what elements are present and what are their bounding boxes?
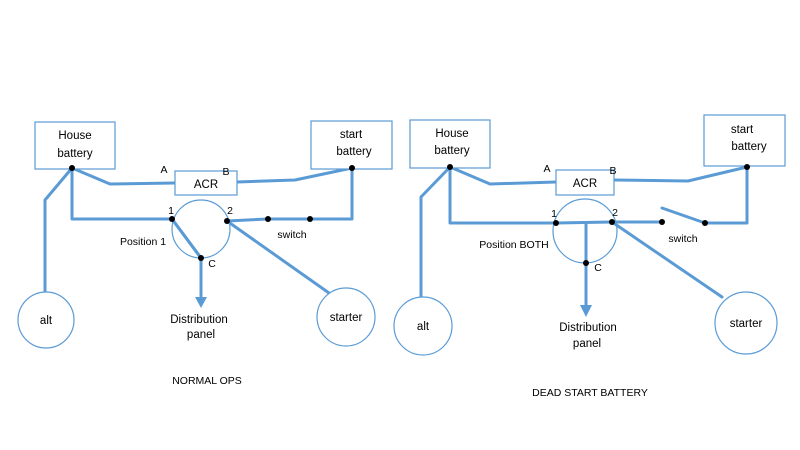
left-alt-label: alt (40, 315, 53, 327)
left-distribution-label-1: Distribution (170, 314, 228, 326)
right-wire-pos1-pos2-bridge (554, 220, 614, 225)
right-wire-acr-to-start (612, 165, 749, 183)
left-house-battery-label-2: battery (57, 148, 92, 160)
right-caption: DEAD START BATTERY (532, 387, 648, 399)
right-wire-house-to-alt (419, 165, 452, 300)
left-start-battery-box (310, 120, 393, 170)
right-house-battery-box (409, 119, 491, 169)
right-pos1-label: 1 (551, 208, 557, 220)
right-alt-label: alt (417, 321, 430, 333)
left-dot-start (349, 165, 355, 171)
left-wire-house-to-alt (43, 166, 74, 294)
right-acr-box (555, 169, 615, 196)
right-starter-circle (714, 291, 778, 355)
left-house-battery-label-1: House (58, 130, 91, 142)
right-position-label: Position BOTH (479, 239, 548, 251)
right-dot-start (744, 164, 750, 170)
left-caption: NORMAL OPS (172, 375, 242, 387)
right-acr-label: ACR (573, 178, 597, 190)
left-switch-label: switch (277, 229, 306, 241)
left-pos1-label: 1 (168, 205, 174, 217)
right-dot-pos1 (553, 220, 559, 226)
left-acr-box (174, 170, 238, 196)
left-dot-house (69, 165, 75, 171)
left-dot-pos1 (169, 216, 175, 222)
right-arrow-head (580, 305, 592, 317)
right-wire-pos2-to-starter (610, 220, 724, 299)
right-wire-start-down (703, 165, 749, 225)
left-wire-start-down (308, 166, 354, 221)
left-wire-house-to-acr (70, 166, 177, 186)
left-posc-label: C (208, 258, 216, 270)
left-dot-pos2 (224, 218, 230, 224)
left-alt-circle (17, 291, 75, 349)
left-arrow-head (195, 297, 207, 308)
left-pos2-label: 2 (227, 205, 233, 217)
right-wire-switch-blade (660, 206, 707, 225)
right-dot-switch-a (659, 219, 665, 225)
left-acr-b-label: B (222, 166, 229, 178)
left-wire-pos2-to-starter (225, 219, 331, 295)
left-house-battery-box (34, 121, 116, 170)
right-start-battery-label-1: start (731, 124, 754, 136)
left-distribution-label-2: panel (187, 329, 215, 341)
left-diagram: House battery start battery ACR A B alt … (17, 120, 393, 387)
right-posc-label: C (594, 262, 602, 274)
left-wire-switch-to-pos2 (225, 217, 270, 223)
left-dot-switch-a (265, 216, 271, 222)
right-start-battery-label-2: battery (731, 141, 766, 153)
right-distribution-label-2: panel (573, 338, 601, 350)
right-house-battery-label-1: House (435, 128, 468, 140)
left-acr-label: ACR (194, 179, 218, 191)
left-wire-pos1-to-c-overlay (170, 217, 203, 260)
right-dot-house (447, 164, 453, 170)
right-dot-pos2 (609, 219, 615, 225)
right-wire-house-to-pos1 (448, 165, 558, 225)
left-acr-a-label: A (160, 164, 167, 176)
right-pos2-label: 2 (612, 207, 618, 219)
right-starter-label: starter (730, 318, 763, 330)
left-wire-acr-to-start (235, 166, 354, 184)
right-house-battery-label-2: battery (434, 145, 469, 157)
left-dot-c (198, 255, 204, 261)
left-starter-label: starter (330, 312, 363, 324)
left-start-battery-label-1: start (340, 129, 363, 141)
right-wire-house-to-acr (448, 165, 558, 186)
left-start-battery-label-2: battery (336, 146, 371, 158)
left-starter-circle (316, 287, 376, 347)
right-start-battery-box (703, 114, 786, 167)
right-dot-switch-b (702, 220, 708, 226)
right-alt-circle (393, 296, 453, 356)
right-acr-b-label: B (609, 165, 616, 177)
right-distribution-label-1: Distribution (559, 322, 617, 334)
right-acr-a-label: A (543, 163, 550, 175)
left-wire-house-to-pos1 (70, 166, 174, 221)
right-switch-label: switch (668, 233, 697, 245)
right-dot-c (583, 260, 589, 266)
right-diagram: House battery start battery ACR A B alt … (393, 114, 786, 399)
left-dot-switch-b (307, 216, 313, 222)
left-position-label: Position 1 (120, 236, 166, 248)
